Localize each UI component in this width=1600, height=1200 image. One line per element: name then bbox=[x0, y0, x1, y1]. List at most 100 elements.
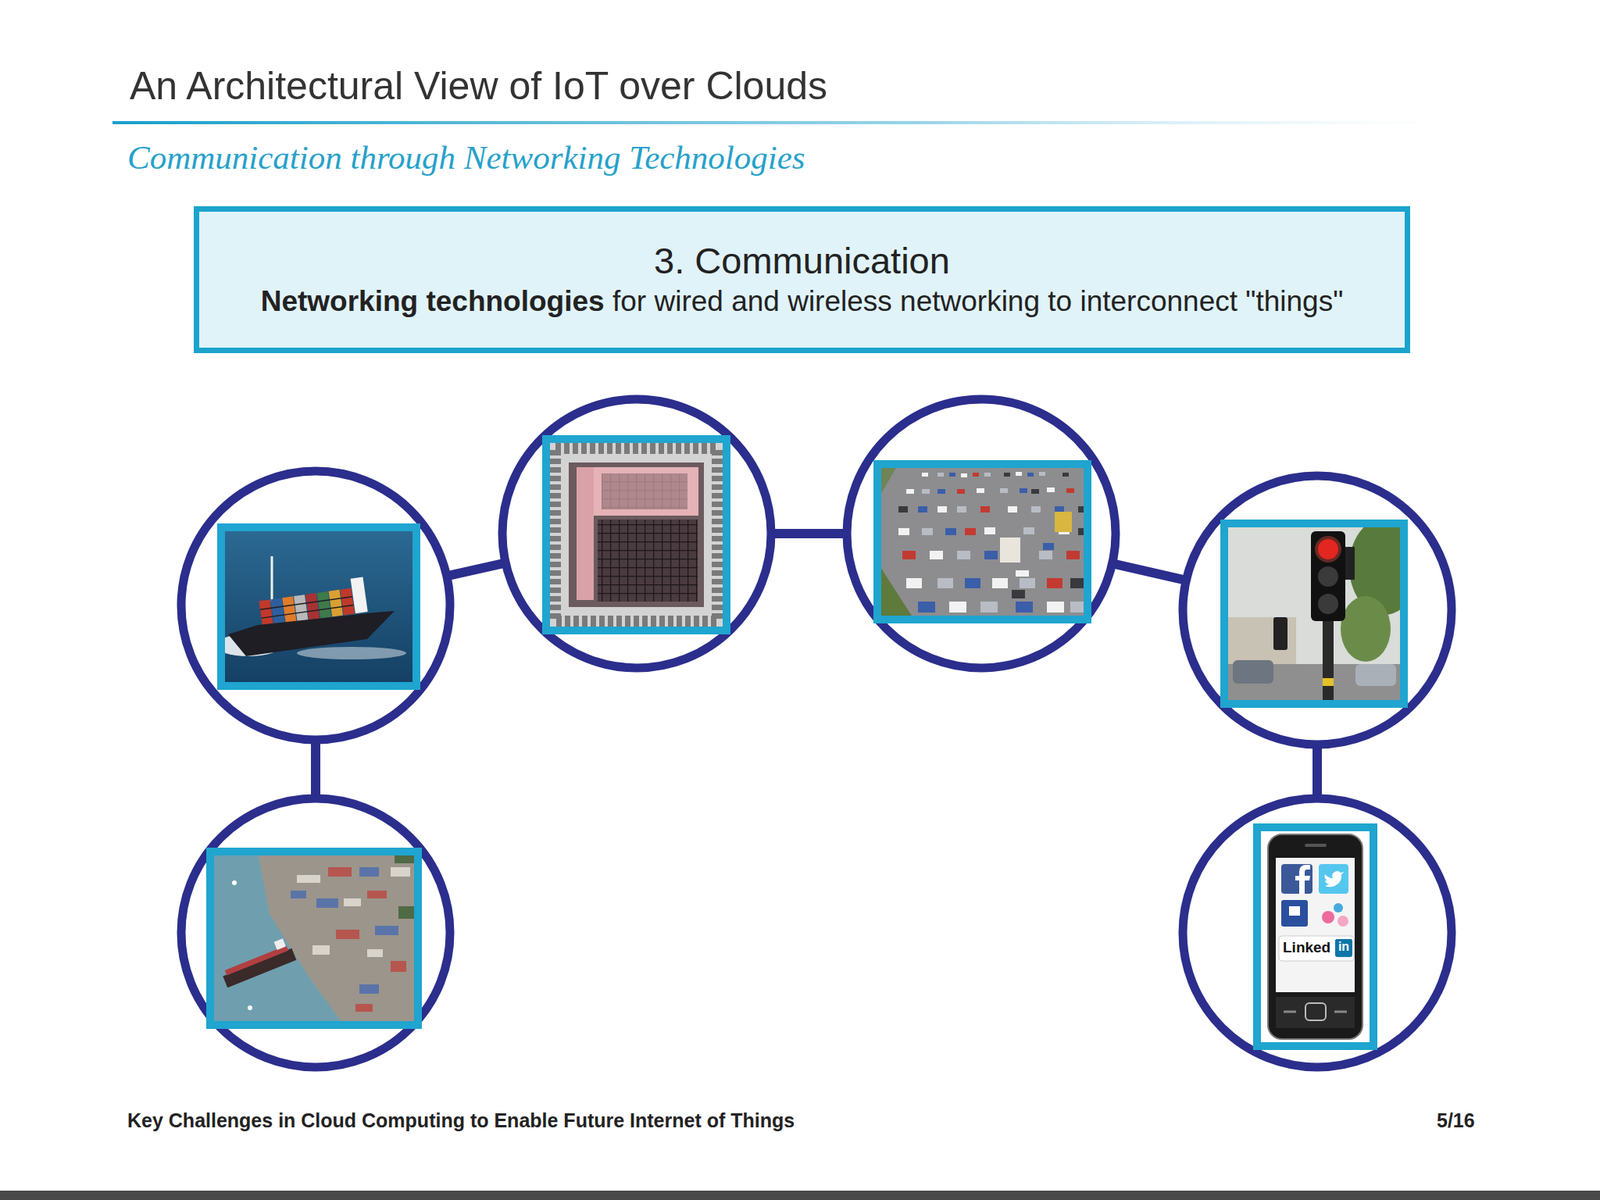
logo-square bbox=[1335, 939, 1353, 958]
picture-ring bbox=[1182, 475, 1452, 745]
app-glyph bbox=[1295, 864, 1311, 894]
app-icon bbox=[1318, 864, 1349, 894]
chip-region bbox=[576, 467, 699, 516]
mast bbox=[271, 556, 274, 602]
signal-head bbox=[1273, 617, 1288, 650]
slide-title: An Architectural View of IoT over Clouds bbox=[129, 62, 828, 110]
home-button bbox=[1305, 1003, 1326, 1021]
chip-base bbox=[546, 439, 727, 631]
signal-head bbox=[1310, 531, 1346, 622]
picture-ring bbox=[502, 399, 772, 668]
green-lamp bbox=[1317, 593, 1339, 615]
app-icon bbox=[1321, 910, 1335, 924]
box-content: 3. CommunicationNetworking technologiesf… bbox=[221, 239, 1383, 321]
chip-picture bbox=[546, 439, 727, 631]
port-picture bbox=[210, 851, 418, 1025]
logo-text: Linked bbox=[1282, 939, 1331, 958]
picture-ring bbox=[181, 798, 450, 1068]
link-lines bbox=[315, 533, 1318, 933]
container-stacks bbox=[296, 867, 411, 958]
app-glyph bbox=[1289, 906, 1300, 916]
chip-die bbox=[568, 462, 704, 608]
container-rows bbox=[260, 596, 354, 618]
app-icon bbox=[1333, 903, 1343, 913]
app-icon bbox=[1281, 900, 1308, 927]
picture-ring bbox=[181, 471, 450, 740]
water bbox=[210, 851, 418, 1025]
deck bbox=[225, 945, 289, 975]
red-lamp bbox=[1317, 539, 1339, 560]
car bbox=[1232, 660, 1274, 684]
logo-plate bbox=[1278, 935, 1354, 961]
body-text: for wired and wireless networking to int… bbox=[612, 285, 1343, 318]
tree bbox=[1340, 596, 1391, 662]
app-icon bbox=[1281, 864, 1313, 894]
wake bbox=[296, 646, 407, 660]
text-block: 3. Communication bbox=[221, 239, 1383, 283]
bridge bbox=[350, 577, 368, 615]
road bbox=[877, 464, 1088, 620]
title-rule bbox=[112, 121, 1454, 125]
chip-grid bbox=[601, 473, 688, 510]
pole-band bbox=[1322, 678, 1334, 686]
amber-lamp bbox=[1317, 566, 1339, 587]
phone-body bbox=[1267, 834, 1363, 1040]
traffic-light-picture bbox=[1224, 523, 1404, 704]
speaker bbox=[1304, 843, 1327, 847]
boat bbox=[247, 1005, 253, 1011]
phone-ground bbox=[1257, 827, 1374, 1047]
picture-ring bbox=[846, 399, 1116, 668]
picture-frame bbox=[877, 464, 1088, 620]
grass bbox=[877, 562, 915, 620]
chip-pads bbox=[555, 448, 718, 622]
subtitle: Communication through Networking Technol… bbox=[127, 137, 806, 179]
bridge bbox=[274, 938, 286, 950]
screen bbox=[1275, 857, 1355, 993]
picture-ring bbox=[1182, 798, 1452, 1068]
moored-ship bbox=[217, 936, 297, 988]
logo-text: in bbox=[1335, 939, 1353, 954]
cars bbox=[902, 472, 1080, 589]
boat bbox=[232, 880, 237, 886]
app-icon bbox=[1337, 915, 1349, 927]
app-glyph bbox=[1324, 871, 1345, 887]
ship-picture bbox=[221, 527, 417, 686]
chip-region bbox=[576, 467, 594, 600]
verge bbox=[877, 464, 1088, 620]
cars bbox=[921, 471, 1086, 613]
text-block: Networking technologiesfor wired and wir… bbox=[221, 282, 1383, 321]
quay bbox=[257, 851, 418, 1025]
pole bbox=[1322, 617, 1334, 704]
sea bbox=[221, 527, 417, 686]
picture-frame bbox=[546, 439, 727, 631]
car bbox=[1355, 664, 1397, 686]
container-stacks bbox=[290, 867, 399, 994]
picture-frame bbox=[1224, 523, 1404, 704]
truck bbox=[1000, 537, 1021, 563]
traffic-picture bbox=[877, 464, 1088, 620]
bottom-bar bbox=[0, 1190, 1600, 1200]
truck bbox=[1054, 511, 1072, 533]
building bbox=[1224, 617, 1297, 666]
red-glow bbox=[1314, 535, 1342, 563]
emphasis-text: Networking technologies bbox=[260, 285, 605, 318]
page-number: 5/16 bbox=[1436, 1108, 1475, 1133]
box-heading: 3. Communication bbox=[653, 239, 950, 282]
chip-grid bbox=[597, 519, 698, 602]
rings bbox=[181, 399, 1452, 1068]
footer-text: Key Challenges in Cloud Computing to Ena… bbox=[127, 1108, 795, 1133]
picture-frame bbox=[221, 527, 417, 686]
call-keys bbox=[1283, 1010, 1347, 1014]
picture-frame bbox=[210, 851, 418, 1025]
topic-box: 3. CommunicationNetworking technologiesf… bbox=[193, 206, 1411, 354]
signal-box bbox=[1345, 546, 1355, 580]
cars bbox=[917, 472, 1065, 613]
hull bbox=[228, 610, 395, 657]
picture-frame bbox=[1257, 827, 1374, 1047]
phone-picture bbox=[1257, 827, 1374, 1047]
keypad bbox=[1275, 996, 1355, 1029]
cars bbox=[898, 472, 1086, 599]
